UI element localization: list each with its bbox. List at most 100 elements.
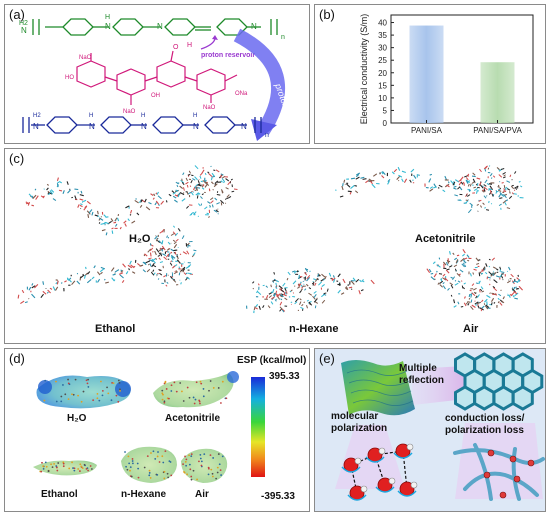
esp-atom <box>101 389 104 392</box>
esp-atom <box>218 463 221 466</box>
esp-atom <box>77 468 80 470</box>
esp-atom <box>101 394 104 397</box>
protonation-arrow <box>233 28 285 135</box>
esp-atom <box>161 398 164 401</box>
esp-atom <box>79 463 82 466</box>
esp-atom <box>51 466 54 469</box>
esp-atom <box>163 400 166 403</box>
esp-atom <box>67 398 70 401</box>
esp-atom <box>188 463 191 466</box>
esp-atom <box>168 397 170 400</box>
panel-e-label: (e) <box>319 351 335 366</box>
esp-atom <box>136 462 139 465</box>
esp-atom <box>199 457 202 460</box>
esp-atom <box>190 453 193 456</box>
atom-label-n-bottom-5: N <box>241 122 247 131</box>
esp-atom <box>162 461 165 464</box>
esp-atom <box>209 380 212 382</box>
esp-atom <box>168 460 171 462</box>
esp-atom <box>199 380 202 383</box>
esp-atom <box>137 467 140 470</box>
dipole-orbit <box>397 490 417 497</box>
esp-atom <box>90 468 93 470</box>
esp-atom <box>115 394 118 397</box>
esp-atom <box>175 390 178 393</box>
esp-atom <box>55 400 58 403</box>
esp-atom <box>126 468 129 471</box>
esp-atom <box>56 466 58 469</box>
esp-atom <box>131 460 134 462</box>
esp-atom <box>216 466 219 469</box>
esp-atom <box>85 379 88 382</box>
esp-surface-acetonitrile <box>153 373 234 408</box>
layered-aerogel-sheet <box>341 360 415 416</box>
esp-atom <box>216 471 219 474</box>
esp-atom <box>87 378 90 381</box>
plot-frame <box>390 14 534 124</box>
esp-atom <box>125 465 127 468</box>
esp-atom <box>192 469 195 472</box>
esp-atom <box>200 464 203 467</box>
atom-label-n-top-3: N <box>157 22 163 31</box>
esp-atom <box>143 466 146 469</box>
dipole-orbit <box>347 494 367 501</box>
esp-atom <box>192 396 195 399</box>
honeycomb-cell <box>473 385 496 411</box>
esp-atom <box>111 381 114 384</box>
molecule-cluster-4 <box>437 257 516 312</box>
esp-atom <box>156 473 159 476</box>
esp-atom <box>164 381 167 384</box>
solvent-label-n-hexane: n-Hexane <box>289 323 339 335</box>
esp-title: ESP (kcal/mol) <box>237 355 307 366</box>
esp-atom <box>112 382 115 385</box>
esp-atom <box>154 458 157 460</box>
esp-surface-air <box>181 448 228 483</box>
esp-atom <box>62 462 65 465</box>
esp-atom <box>44 379 47 382</box>
esp-atom <box>42 465 45 467</box>
esp-atom <box>131 458 134 460</box>
esp-atom <box>185 458 188 461</box>
atom-label-nao-sa-2: NaO <box>123 109 136 115</box>
atom-label-h-sa: H <box>187 42 192 49</box>
multiple-reflection-line-2: reflection <box>399 375 445 386</box>
panel-d-label: (d) <box>9 351 25 366</box>
atom-label-nao-sa-3: NaO <box>203 105 216 111</box>
solvent-label-acetonitrile: Acetonitrile <box>415 233 476 245</box>
esp-atom <box>148 472 151 474</box>
esp-atom <box>158 461 161 463</box>
panel-e: (e) <box>314 348 546 512</box>
esp-atom <box>221 380 224 383</box>
esp-atom <box>40 470 43 473</box>
atom-label-n-top: N <box>21 26 27 35</box>
esp-atom <box>183 471 186 474</box>
dipole-hydrogen <box>388 477 396 485</box>
conduction-loss-line-2: polarization loss <box>445 425 524 436</box>
atom-label-h-bottom-1: H <box>89 113 93 119</box>
esp-atom <box>198 399 201 402</box>
esp-atom <box>170 390 173 392</box>
molecule-chain-4 <box>426 248 523 311</box>
esp-atom <box>86 382 89 385</box>
esp-atom <box>89 465 92 467</box>
molecular-polarization-line-2: polarization <box>331 423 388 434</box>
esp-atom <box>100 380 102 383</box>
esp-atom <box>62 384 64 386</box>
esp-atom <box>166 472 169 475</box>
esp-atom <box>225 397 228 400</box>
dipole-hydrogen <box>378 447 386 455</box>
dipole-hydrogen <box>354 457 362 465</box>
esp-atom <box>217 387 220 389</box>
esp-atom <box>149 477 152 479</box>
y-tick-label: 10 <box>378 94 387 103</box>
esp-atom <box>50 463 52 466</box>
esp-atom <box>179 382 182 384</box>
molecular-conformations <box>17 165 524 314</box>
honeycomb-structure <box>454 352 544 411</box>
esp-atom <box>92 399 95 402</box>
loss-mechanism-schematic <box>335 352 545 501</box>
esp-atom <box>118 381 121 384</box>
emeraldine-salt-chain <box>22 116 262 134</box>
esp-colorbar <box>251 377 265 477</box>
atom-label-h-top: H <box>105 14 110 21</box>
